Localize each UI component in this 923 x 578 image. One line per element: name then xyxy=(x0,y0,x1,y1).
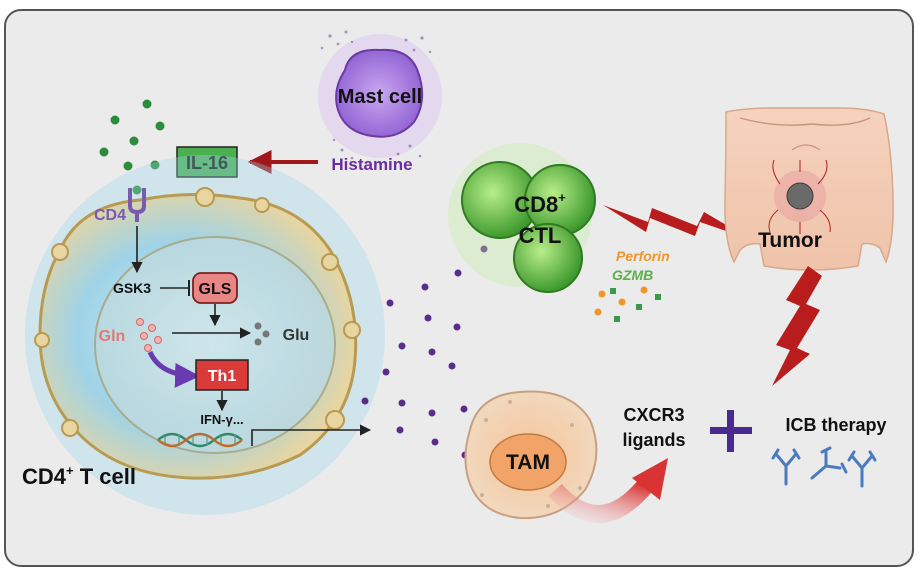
cxcr3-label-line2: ligands xyxy=(622,430,685,450)
th1-box: Th1 xyxy=(195,359,249,391)
il16-label: IL-16 xyxy=(186,153,228,173)
gsk3-label: GSK3 xyxy=(113,280,151,296)
cytokine-dots xyxy=(361,223,488,459)
gsk3-inhibits-gls xyxy=(160,280,190,296)
gls-label: GLS xyxy=(199,281,232,298)
glu-dots xyxy=(254,322,270,346)
antibody-icons xyxy=(771,446,877,488)
ifn-label: IFN-γ... xyxy=(200,412,243,427)
tumor-torso xyxy=(724,107,894,271)
mast-cell-label: Mast cell xyxy=(338,86,422,108)
glu-label: Glu xyxy=(283,327,310,344)
tumor-label: Tumor xyxy=(758,229,822,252)
cd8-ctl-cells xyxy=(448,143,596,293)
gls-box: GLS xyxy=(192,272,238,304)
cd4-receptor xyxy=(128,188,146,222)
ifn-secretion-arrow xyxy=(251,424,372,446)
cd4-t-cell-label: CD4+ T cell xyxy=(22,463,136,489)
antibody-icon xyxy=(847,450,877,488)
gln-label: Gln xyxy=(99,328,126,345)
tam-to-cxcr3-arrow xyxy=(548,458,668,523)
plus-icon xyxy=(710,410,752,452)
th1-label: Th1 xyxy=(208,368,237,385)
tam-label: TAM xyxy=(506,451,550,474)
cd4-label: CD4 xyxy=(94,207,126,224)
cd8-label: CD8+ xyxy=(514,190,566,217)
icb-attack-lightning xyxy=(772,266,822,386)
icb-therapy-label: ICB therapy xyxy=(785,415,886,435)
perforin-label: Perforin xyxy=(616,248,670,264)
gln-to-th1-arrow xyxy=(147,350,200,388)
cxcr3-label-line1: CXCR3 xyxy=(623,405,684,425)
ctl-attack-lightning xyxy=(603,205,752,240)
dna-helix-icon xyxy=(157,432,243,448)
antibody-icon xyxy=(810,446,848,480)
gln-dots xyxy=(136,318,162,352)
cd4-t-cell xyxy=(25,155,385,515)
histamine-label: Histamine xyxy=(331,155,412,174)
il16-dots xyxy=(99,99,165,195)
gzmb-label: GZMB xyxy=(612,267,653,283)
mast-cell: Mast cell xyxy=(318,30,442,160)
ctl-label: CTL xyxy=(519,223,562,248)
il16-box: IL-16 xyxy=(176,146,238,178)
antibody-icon xyxy=(771,448,801,486)
granules xyxy=(594,286,661,322)
